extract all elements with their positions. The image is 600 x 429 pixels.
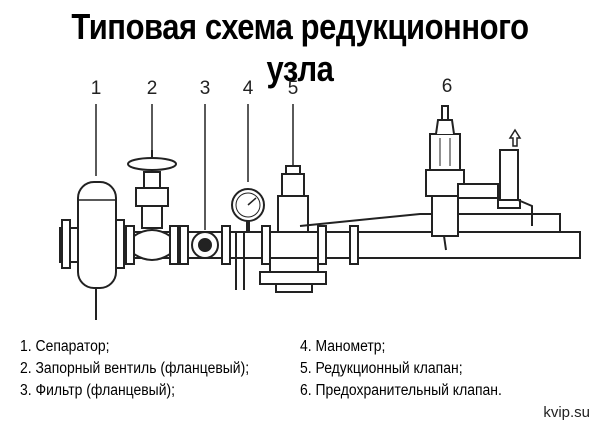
filter: [179, 225, 231, 265]
safety-valve: [425, 105, 533, 251]
legend-right: 4. Манометр; 5. Редукционный клапан; 6. …: [300, 336, 524, 402]
label-5: 5: [288, 78, 299, 99]
pressure-gauge: [231, 188, 265, 290]
reducing-valve: [259, 165, 327, 293]
shutoff-valve: [125, 150, 179, 265]
legend-item-separator: 1. Сепаратор;: [20, 338, 110, 355]
label-3: 3: [200, 78, 211, 99]
legend-item-safety-valve: 6. Предохранительный клапан.: [300, 382, 502, 399]
legend-item-reducing-valve: 5. Редукционный клапан;: [300, 360, 463, 377]
label-6: 6: [442, 76, 453, 97]
label-2: 2: [147, 78, 158, 99]
legend-left: 1. Сепаратор; 2. Запорный вентиль (фланц…: [20, 336, 275, 402]
safety-branch-pipe: [299, 213, 561, 232]
reduction-unit-diagram: 1 2 3 4 5 6: [59, 76, 581, 320]
legend-item-shutoff-valve: 2. Запорный вентиль (фланцевый);: [20, 360, 250, 377]
legend-item-filter: 3. Фильтр (фланцевый);: [20, 382, 176, 399]
legend-item-pressure-gauge: 4. Манометр;: [300, 338, 386, 355]
separator: [61, 181, 125, 320]
label-1: 1: [91, 78, 102, 99]
page-title: Типовая схема редукционного узла: [71, 6, 529, 89]
label-4: 4: [243, 78, 254, 99]
site-credit: kvip.su: [543, 404, 590, 421]
